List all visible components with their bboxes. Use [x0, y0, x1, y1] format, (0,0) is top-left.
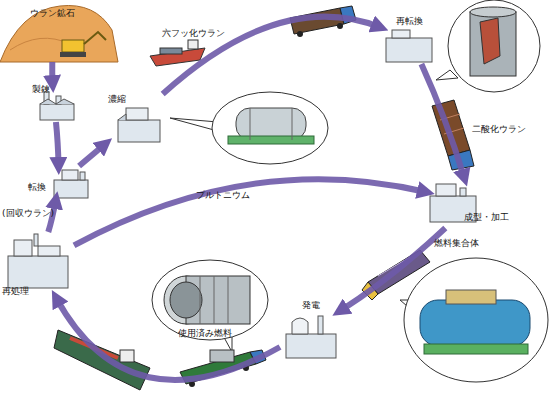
uf6-cylinder-callout [170, 92, 328, 164]
facility-node: 転換 [28, 166, 90, 200]
material-label: 二酸化ウラン [472, 124, 526, 135]
facility-label: 成型・加工 [464, 212, 509, 223]
facility-node: 成型・加工 [426, 178, 518, 228]
flow-arrow [56, 298, 280, 380]
cargo-ship-top [150, 40, 205, 66]
facility-node: 発電 [280, 300, 340, 360]
spent-fuel-callout [152, 260, 268, 352]
material-label: (回収ウラン) [2, 208, 54, 219]
material-label: 使用済み燃料 [178, 328, 232, 339]
flow-arrow [56, 122, 59, 166]
facility-label: 発電 [302, 300, 320, 311]
fuel-cask-callout [400, 258, 548, 382]
power-station [286, 316, 336, 358]
ore-shade [10, 38, 70, 50]
excavator-track [60, 52, 86, 57]
facility-label: ウラン鉱石 [30, 8, 75, 19]
ore-pile [0, 6, 118, 63]
flow-arrow [340, 228, 445, 311]
facility-node: 製錬 [32, 84, 76, 122]
conversion-plant [54, 170, 88, 198]
facility-node: 再処理 [2, 232, 74, 298]
flow-arrow [49, 62, 55, 84]
cargo-ship-bottom [54, 330, 150, 390]
enrichment-plant [118, 108, 160, 142]
facility-node: 濃縮 [104, 94, 166, 144]
facility-label: 転換 [28, 182, 46, 193]
material-label: 燃料集合体 [434, 238, 479, 249]
uo2-drum-callout [436, 0, 540, 92]
facility-label: 製錬 [32, 84, 50, 95]
refinery-plant [40, 92, 74, 120]
excavator-arm [84, 32, 106, 44]
excavator-body [62, 40, 84, 52]
reprocessing-plant [8, 234, 68, 288]
facility-label: 再処理 [2, 286, 29, 297]
facility-label: 再転換 [396, 16, 423, 27]
material-label: 六フッ化ウラン [162, 28, 225, 39]
flow-arrow [421, 64, 464, 178]
facility-node: 再転換 [380, 14, 440, 64]
reconversion-plant [386, 30, 432, 62]
flow-arrow [79, 144, 105, 166]
facility-label: 濃縮 [108, 94, 126, 105]
flow-arrow [74, 179, 426, 245]
flow-arrow [163, 17, 380, 94]
facility-node: ウラン鉱石 [8, 2, 98, 62]
material-label: プルトニウム [196, 190, 250, 201]
